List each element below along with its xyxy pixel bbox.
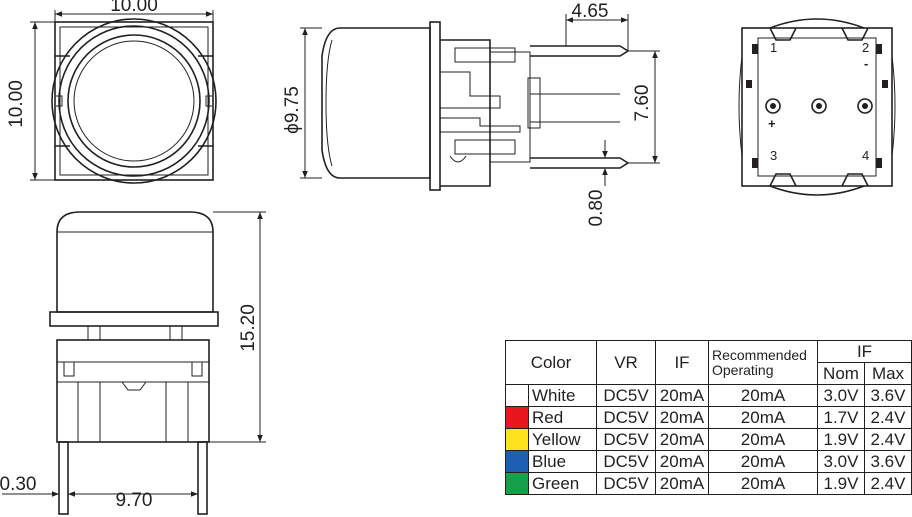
pin-label-3: 3	[770, 148, 777, 163]
elevation-view: 15.20 9.70 0.30	[0, 211, 266, 515]
pin-label-plus: +	[768, 116, 776, 131]
pin-offset-dim: 0.30	[0, 474, 36, 495]
pin-thickness-dim: 0.80	[586, 190, 607, 227]
table-row: Green DC5V 20mA 20mA 1.9V 2.4V	[505, 472, 912, 495]
nom-header: Nom	[817, 362, 865, 385]
recommended-label: Recommended	[712, 346, 807, 363]
pin-label-minus: -	[864, 56, 868, 71]
recommended-cell: 20mA	[708, 384, 818, 407]
table-row: Red DC5V 20mA 20mA 1.7V 2.4V	[505, 406, 912, 429]
table-row: White DC5V 20mA 20mA 3.0V 3.6V	[505, 384, 912, 407]
if-group-header: IF	[817, 340, 912, 363]
operating-label: Operating	[712, 361, 774, 378]
if-cell: 20mA	[655, 428, 709, 451]
vr-cell: DC5V	[596, 384, 656, 407]
if-cell: 20mA	[655, 450, 709, 473]
vr-cell: DC5V	[596, 428, 656, 451]
color-swatch	[505, 428, 529, 451]
pin-spacing-dim: 7.60	[632, 85, 653, 122]
side-diameter-dim: ϕ9.75	[282, 86, 303, 134]
vr-header: VR	[596, 340, 656, 385]
nom-cell: 1.9V	[817, 428, 865, 451]
table-subheader-row: Nom Max	[506, 362, 912, 385]
recommended-cell: 20mA	[708, 428, 818, 451]
table-row: Blue DC5V 20mA 20mA 3.0V 3.6V	[505, 450, 912, 473]
pin-length-dim: 4.65	[572, 1, 609, 22]
side-view: 4.65 7.60 0.80 ϕ9.75	[282, 1, 660, 226]
max-cell: 2.4V	[864, 406, 912, 429]
bottom-view: 1 2 3 4 + -	[738, 18, 896, 196]
pin-label-1: 1	[770, 40, 777, 55]
nom-cell: 3.0V	[817, 384, 865, 407]
max-cell: 3.6V	[864, 384, 912, 407]
front-view: 10.00 10.00	[6, 0, 217, 184]
recommended-cell: 20mA	[708, 406, 818, 429]
max-cell: 3.6V	[864, 450, 912, 473]
table-row: Yellow DC5V 20mA 20mA 1.9V 2.4V	[505, 428, 912, 451]
max-cell: 2.4V	[864, 428, 912, 451]
color-swatch	[505, 472, 529, 495]
table-header-row: Color VR IF Recommended Operating IF	[505, 340, 912, 385]
color-swatch	[505, 384, 529, 407]
pin-label-2: 2	[862, 40, 869, 55]
vr-cell: DC5V	[596, 472, 656, 495]
max-cell: 2.4V	[864, 472, 912, 495]
pin-span-dim: 9.70	[116, 490, 153, 511]
nom-cell: 3.0V	[817, 450, 865, 473]
color-name: Blue	[528, 450, 597, 473]
if-header: IF	[655, 340, 709, 385]
nom-cell: 1.9V	[817, 472, 865, 495]
max-header: Max	[864, 362, 912, 385]
front-height-dim: 10.00	[6, 80, 27, 128]
vr-cell: DC5V	[596, 406, 656, 429]
color-name: Red	[528, 406, 597, 429]
pin-label-4: 4	[862, 148, 869, 163]
vr-cell: DC5V	[596, 450, 656, 473]
if-cell: 20mA	[655, 406, 709, 429]
color-header: Color	[505, 340, 597, 385]
color-name: Yellow	[528, 428, 597, 451]
recommended-header: Recommended Operating	[708, 340, 818, 385]
color-name: Green	[528, 472, 597, 495]
if-cell: 20mA	[655, 472, 709, 495]
led-spec-table: Color VR IF Recommended Operating IF Nom…	[505, 340, 912, 495]
nom-cell: 1.7V	[817, 406, 865, 429]
if-cell: 20mA	[655, 384, 709, 407]
color-name: White	[528, 384, 597, 407]
color-swatch	[505, 450, 529, 473]
body-height-dim: 15.20	[238, 304, 259, 352]
front-width-dim: 10.00	[110, 0, 158, 16]
recommended-cell: 20mA	[708, 450, 818, 473]
recommended-cell: 20mA	[708, 472, 818, 495]
color-swatch	[505, 406, 529, 429]
